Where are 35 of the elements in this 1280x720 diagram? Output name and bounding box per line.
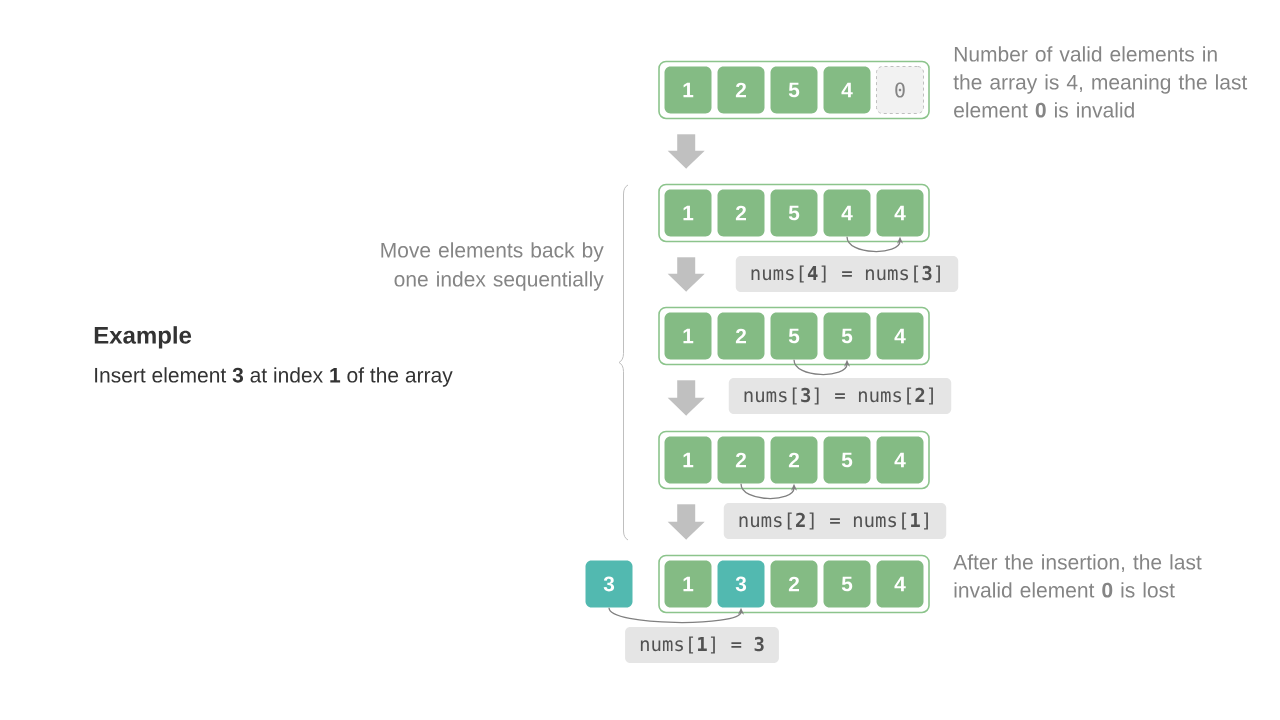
array-cell: 2 <box>717 189 765 237</box>
array-cell: 5 <box>823 436 871 484</box>
array-cell: 5 <box>770 312 818 360</box>
side-note: Number of valid elements in the array is 4, meaning the last element 0 is invalid <box>953 46 1248 118</box>
array-cell: 4 <box>823 189 871 237</box>
array-cell: 5 <box>823 560 871 608</box>
array-cell: 2 <box>717 66 765 114</box>
side-note: After the insertion, the last invalid element 0 is lost <box>953 554 1202 598</box>
array-cell: 1 <box>664 436 712 484</box>
array-cell: 2 <box>717 312 765 360</box>
code-label: nums[1] = 3 <box>625 627 779 663</box>
code-label: nums[4] = nums[3] <box>735 256 959 292</box>
array-cell: 5 <box>770 66 818 114</box>
array-cell: 2 <box>770 436 818 484</box>
array-cell: 2 <box>717 436 765 484</box>
array-cell: 1 <box>664 560 712 608</box>
array-cell: 4 <box>876 560 924 608</box>
array-cell: 3 <box>717 560 765 608</box>
code-label: nums[3] = nums[2] <box>728 378 952 414</box>
array-cell: 2 <box>770 560 818 608</box>
array-cell: 5 <box>770 189 818 237</box>
code-label: nums[2] = nums[1] <box>723 503 947 539</box>
array-cell: 1 <box>664 66 712 114</box>
example-heading: Example <box>94 326 192 349</box>
array-cell: 4 <box>876 436 924 484</box>
empty-cell: 0 <box>876 66 924 114</box>
array-cell: 1 <box>664 312 712 360</box>
array-cell: 4 <box>876 189 924 237</box>
array-cell: 4 <box>876 312 924 360</box>
example-text: Insert element 3 at index 1 of the array <box>95 367 453 387</box>
array-cell: 1 <box>664 189 712 237</box>
array-cell: 5 <box>823 312 871 360</box>
array-cell: 3 <box>585 560 633 608</box>
array-cell: 4 <box>823 66 871 114</box>
brace-note: Move elements back by one index sequentially <box>381 242 604 291</box>
